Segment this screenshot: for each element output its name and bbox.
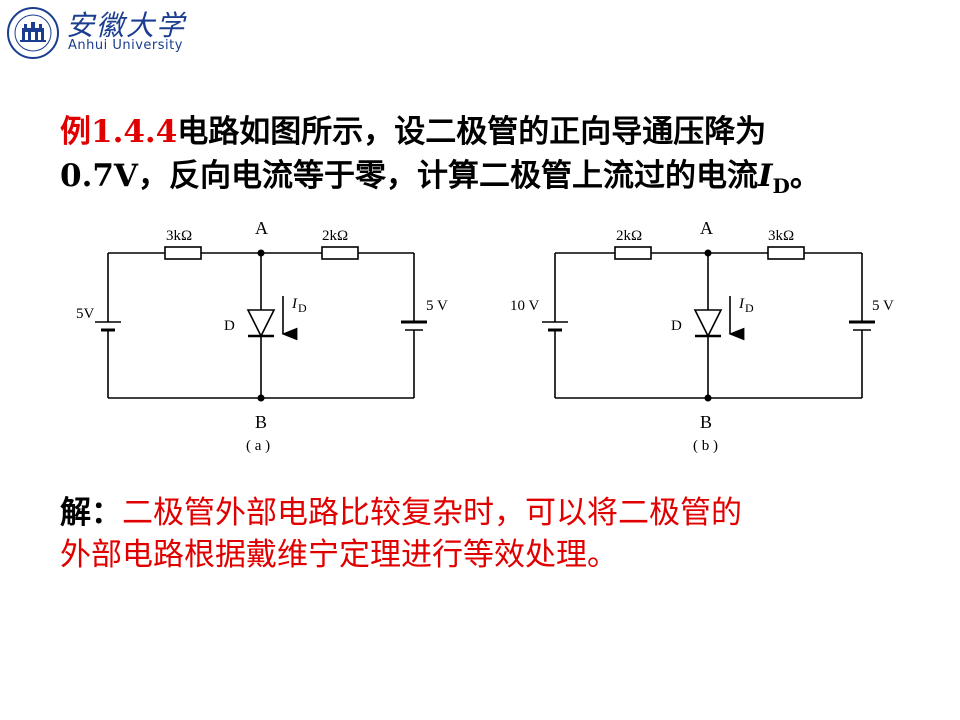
resistor-b-right-label: 3kΩ <box>768 228 794 244</box>
voltage-a-left-label: 5V <box>76 306 95 322</box>
voltage-b-left-label: 10 V <box>510 298 539 314</box>
problem-current-sub: D <box>772 174 790 199</box>
university-name-cn: 安徽大学 <box>66 9 187 42</box>
node-b-top-dot <box>704 249 712 257</box>
problem-line2-text: ，反向电流等于零，计算二极管上流过的电流 <box>137 158 758 194</box>
diode-a-label: D <box>224 318 235 334</box>
problem-line2-value: 0.7V <box>60 158 138 194</box>
resistor-a-left-label: 3kΩ <box>166 228 192 244</box>
university-name-en: Anhui University <box>68 38 183 53</box>
resistor-a-right-label: 2kΩ <box>322 228 348 244</box>
caption-a: ( a ) <box>246 438 270 454</box>
resistor-b-left <box>614 246 652 260</box>
caption-b: ( b ) <box>693 438 718 454</box>
problem-current-var: I <box>757 158 773 194</box>
current-a-sub: D <box>298 301 307 315</box>
diode-b-label: D <box>671 318 682 334</box>
node-a-bottom-dot <box>257 394 265 402</box>
university-seal-icon <box>7 7 59 59</box>
current-a-label: I <box>291 296 298 312</box>
problem-line-1: 例1.4.4电路如图所示，设二极管的正向导通压降为 <box>60 110 920 154</box>
circuit-b <box>542 246 875 399</box>
circuit-a <box>95 246 427 399</box>
resistor-b-right <box>767 246 805 260</box>
problem-label: 例1.4.4 <box>60 114 178 150</box>
resistor-a-right <box>321 246 359 260</box>
voltage-b-right-label: 5 V <box>872 298 894 314</box>
solution-line-2: 外部电路根据戴维宁定理进行等效处理。 <box>60 537 618 573</box>
solution-text: 解：二极管外部电路比较复杂时，可以将二极管的 外部电路根据戴维宁定理进行等效处理… <box>60 492 920 576</box>
current-b-sub: D <box>745 301 754 315</box>
circuit-diagrams: 3kΩ 2kΩ A B 5V 5 V D I D ( a ) <box>76 218 894 454</box>
current-b-label: I <box>738 296 745 312</box>
node-b-bottom-dot <box>704 394 712 402</box>
resistor-a-left <box>164 246 202 260</box>
diode-b-triangle <box>693 309 723 338</box>
node-a-top-label: A <box>255 218 268 238</box>
voltage-a-right-label: 5 V <box>426 298 448 314</box>
solution-line1-text: 二极管外部电路比较复杂时，可以将二极管的 <box>122 495 742 531</box>
node-b-bottom-label: B <box>700 412 712 432</box>
solution-label: 解： <box>60 495 122 531</box>
node-a-bottom-label: B <box>255 412 267 432</box>
node-a-top-dot <box>257 249 265 257</box>
university-logo <box>6 6 60 60</box>
resistor-b-left-label: 2kΩ <box>616 228 642 244</box>
problem-line-2: 0.7V，反向电流等于零，计算二极管上流过的电流ID。 <box>60 154 920 208</box>
problem-line2-end: 。 <box>789 158 821 194</box>
problem-line1-text: 电路如图所示，设二极管的正向导通压降为 <box>177 114 767 150</box>
node-b-top-label: A <box>700 218 713 238</box>
problem-statement: 例1.4.4电路如图所示，设二极管的正向导通压降为 0.7V，反向电流等于零，计… <box>60 110 920 208</box>
diode-a-triangle <box>246 309 276 338</box>
solution-line-1: 解：二极管外部电路比较复杂时，可以将二极管的 <box>60 492 920 534</box>
